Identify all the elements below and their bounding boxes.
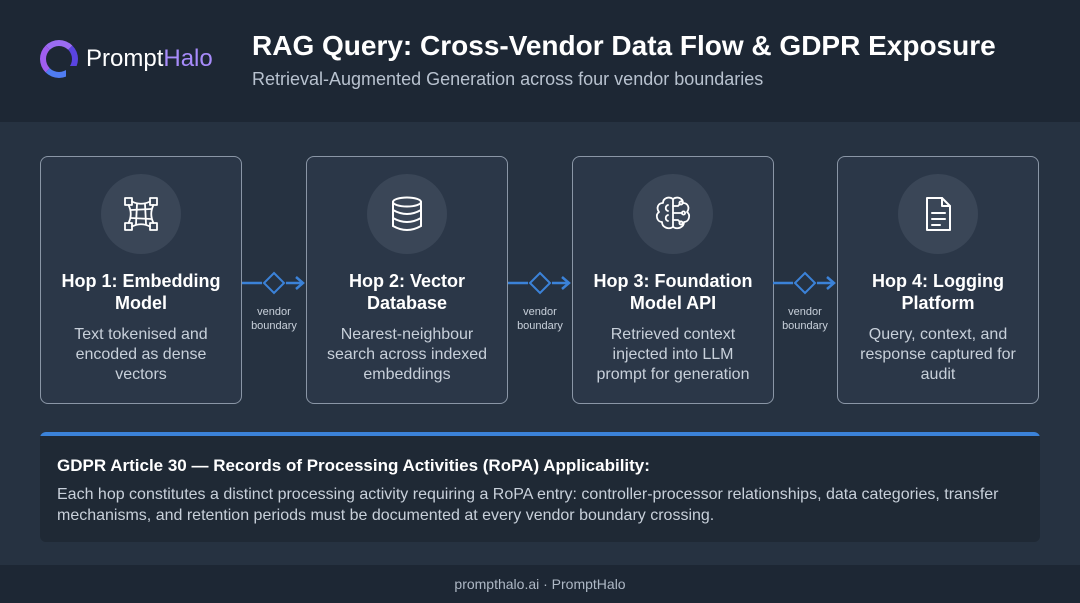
boundary-label-line2: boundary [782, 320, 828, 332]
boundary-label-line1: vendor [788, 306, 822, 318]
hop-description: Retrieved context injected into LLM prom… [596, 326, 750, 383]
boundary-label-line2: boundary [517, 320, 563, 332]
hop-description: Nearest-neighbour search across indexed … [326, 326, 488, 383]
brand-name: PromptHalo [86, 45, 213, 73]
boundary-label-line1: vendor [257, 306, 291, 318]
gdpr-title: GDPR Article 30 — Records of Processing … [57, 456, 650, 475]
hop-card-vector-database: Hop 2: Vector Database Nearest-neighbour… [306, 156, 508, 404]
boundary-label-line1: vendor [523, 306, 557, 318]
vendor-boundary-connector: vendor boundary [242, 265, 306, 335]
boundary-label: vendor boundary [242, 305, 306, 333]
hop-card-logging-platform: Hop 4: Logging Platform Query, context, … [837, 156, 1039, 404]
document-icon [898, 174, 978, 254]
brand-name-suffix: Halo [163, 45, 213, 72]
boundary-arrow-icon [242, 271, 305, 295]
boundary-arrow-icon [773, 271, 836, 295]
hop-title: Hop 3: Foundation Model API [593, 271, 753, 313]
hop-description: Text tokenised and encoded as dense vect… [74, 326, 208, 383]
page-subtitle: Retrieval-Augmented Generation across fo… [252, 69, 764, 89]
footer-text[interactable]: prompthalo.ai · PromptHalo [454, 576, 626, 592]
boundary-label-line2: boundary [251, 320, 297, 332]
brand-name-prefix: Prompt [86, 45, 164, 72]
hop-title: Hop 4: Logging Platform [872, 271, 1004, 313]
callout-accent-bar [40, 432, 1040, 436]
boundary-arrow-icon [508, 271, 571, 295]
vendor-boundary-connector: vendor boundary [773, 265, 837, 335]
hop-card-embedding: Hop 1: Embedding Model Text tokenised an… [40, 156, 242, 404]
header: PromptHalo RAG Query: Cross-Vendor Data … [0, 0, 1080, 122]
brain-icon [633, 174, 713, 254]
hop-title: Hop 1: Embedding Model [61, 271, 221, 313]
vendor-boundary-connector: vendor boundary [508, 265, 572, 335]
embedding-grid-icon [101, 174, 181, 254]
hop-title: Hop 2: Vector Database [348, 271, 466, 313]
gdpr-body: Each hop constitutes a distinct processi… [57, 486, 999, 524]
hop-description: Query, context, and response captured fo… [860, 326, 1016, 383]
boundary-label: vendor boundary [508, 305, 572, 333]
gdpr-callout: GDPR Article 30 — Records of Processing … [40, 432, 1040, 542]
page-title: RAG Query: Cross-Vendor Data Flow & GDPR… [252, 30, 996, 61]
halo-logo-icon [40, 40, 78, 78]
hop-card-foundation-model: Hop 3: Foundation Model API Retrieved co… [572, 156, 774, 404]
footer: prompthalo.ai · PromptHalo [0, 565, 1080, 603]
database-icon [367, 174, 447, 254]
boundary-label: vendor boundary [773, 305, 837, 333]
brand-logo[interactable]: PromptHalo [40, 40, 213, 78]
